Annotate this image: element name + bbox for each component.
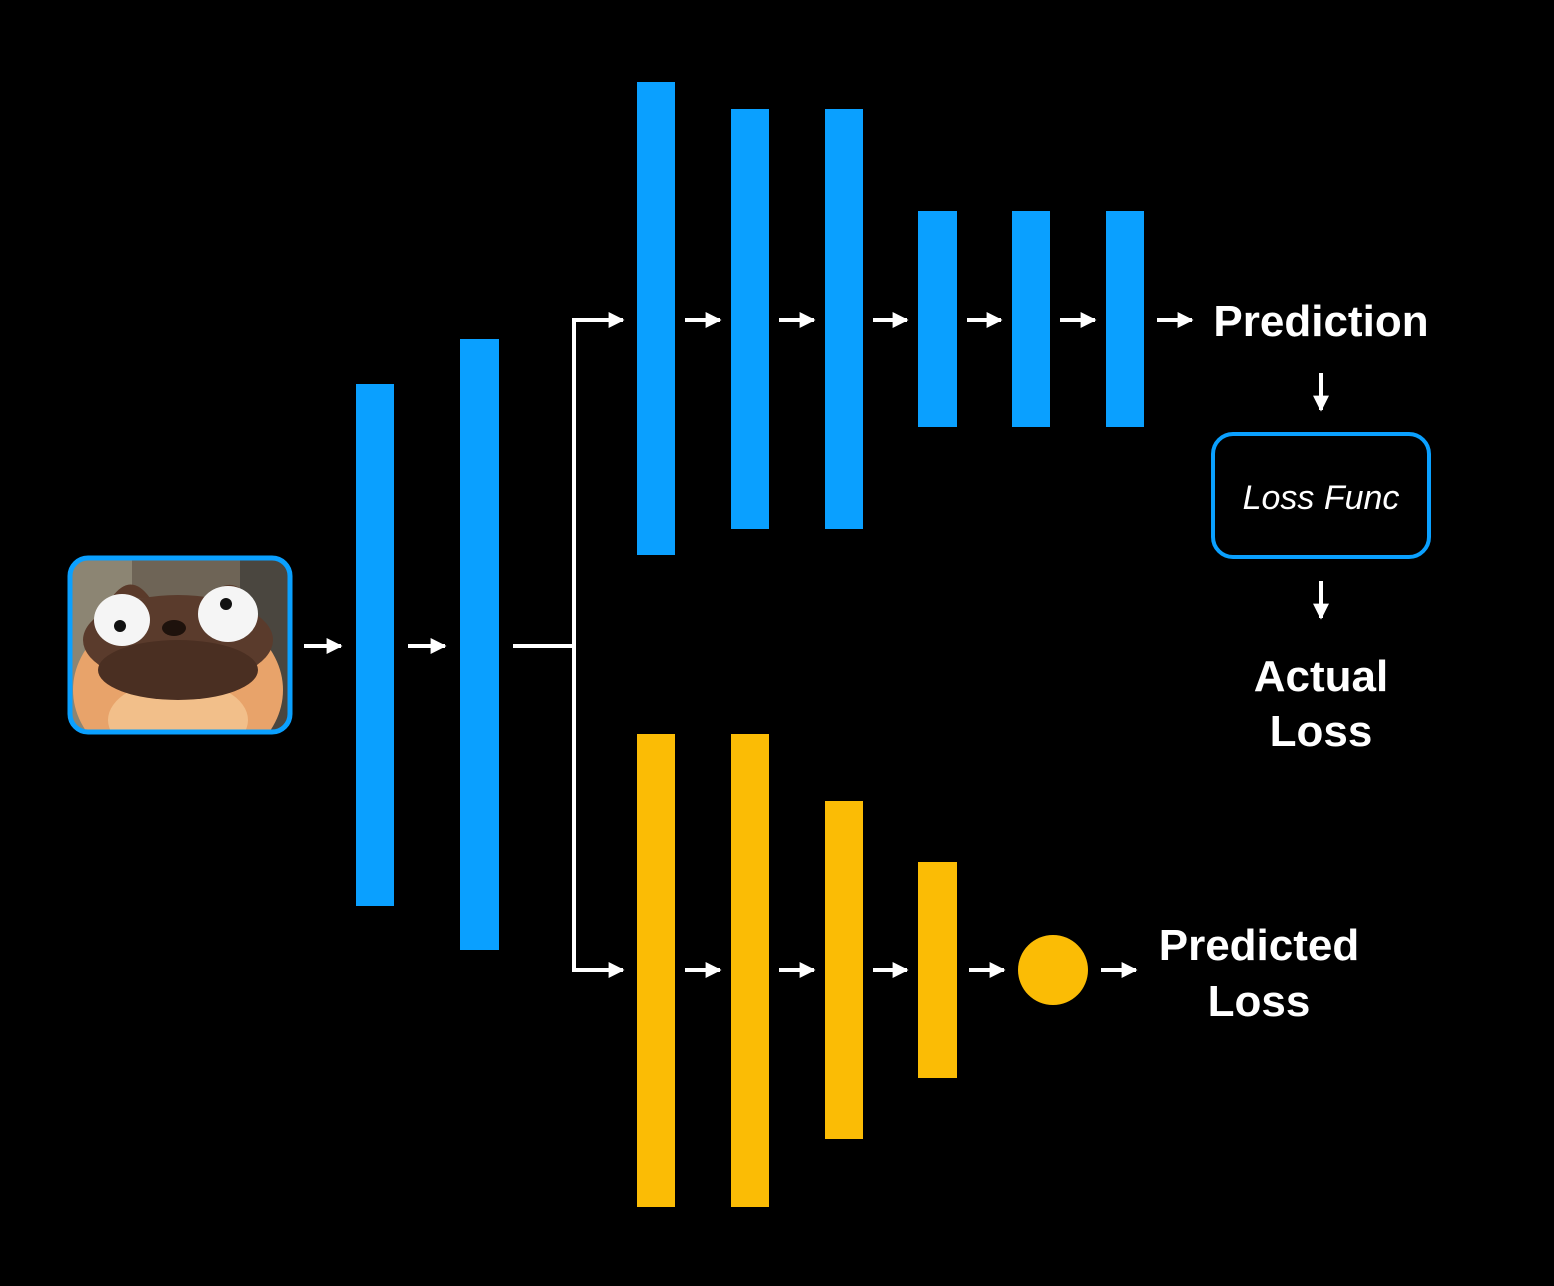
shared-layer-2 — [460, 339, 499, 950]
loss-output-node — [1018, 935, 1088, 1005]
actual-loss-label-line1: Actual — [1254, 652, 1388, 701]
loss-layer-4 — [918, 862, 957, 1078]
target-layer-5 — [1012, 211, 1050, 427]
target-layer-1 — [637, 82, 675, 555]
input-image-border — [67, 555, 293, 735]
loss-layer-3 — [825, 801, 863, 1139]
cartoon-pug-face-icon — [72, 560, 288, 730]
arrow-branch-top — [572, 312, 625, 646]
predicted-loss-label-line1: Predicted — [1159, 921, 1360, 970]
target-layer-2 — [731, 109, 769, 529]
loss-layer-2 — [731, 734, 769, 1207]
loss-function-label: Loss Func — [1243, 479, 1400, 517]
predicted-loss-label-line2: Loss — [1208, 977, 1311, 1026]
target-layer-3 — [825, 109, 863, 529]
target-layer-6 — [1106, 211, 1144, 427]
arrow-branch-bottom — [572, 646, 625, 978]
shared-layer-1 — [356, 384, 394, 906]
actual-loss-label-line2: Loss — [1270, 707, 1373, 756]
loss-function-box — [1211, 432, 1431, 559]
input-image — [67, 555, 293, 735]
loss-layer-1 — [637, 734, 675, 1207]
target-layer-4 — [918, 211, 957, 427]
prediction-label: Prediction — [1213, 297, 1428, 346]
arrows — [304, 312, 1329, 978]
